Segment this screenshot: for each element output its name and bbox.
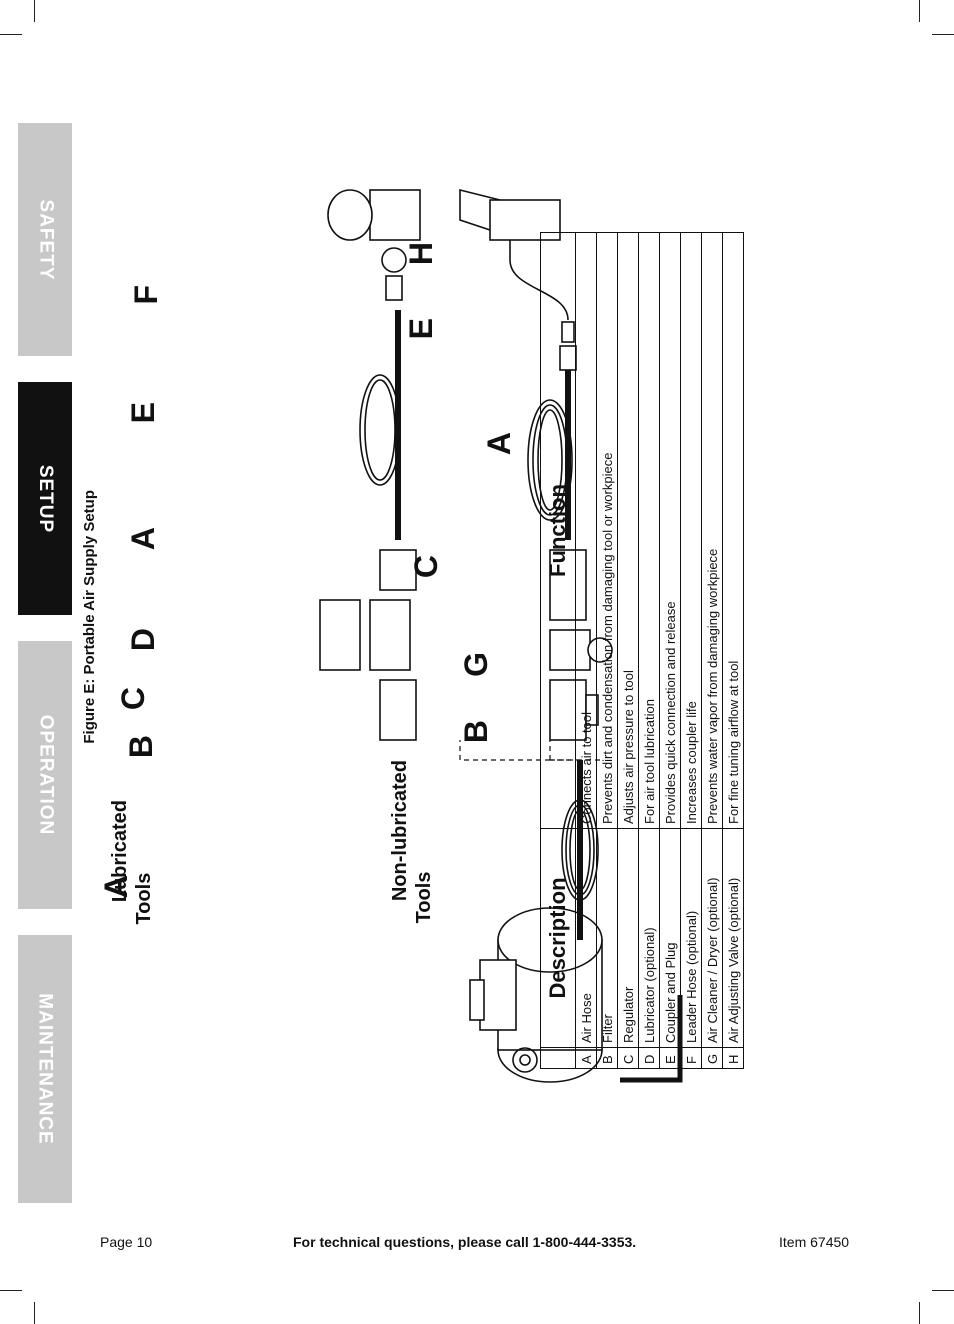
table-cell-function: Increases coupler life bbox=[680, 232, 702, 829]
table-header-row: Description Function bbox=[540, 232, 576, 1069]
callout-letter: E bbox=[125, 402, 161, 424]
crop-mark bbox=[0, 1290, 22, 1291]
nail-gun-icon bbox=[459, 188, 569, 321]
table-cell-letter: B bbox=[596, 1047, 618, 1069]
callout-letter: H bbox=[403, 242, 439, 266]
table-cell-function: Provides quick connection and release bbox=[659, 232, 681, 829]
table-row: G Air Cleaner / Dryer (optional) Prevent… bbox=[701, 232, 723, 1069]
callout-letter: C bbox=[115, 687, 151, 711]
filter-unit-icon bbox=[379, 679, 417, 741]
crop-mark bbox=[932, 34, 954, 35]
table-cell-description: Filter bbox=[596, 828, 618, 1048]
crop-mark bbox=[34, 1302, 35, 1324]
spray-gun-icon bbox=[327, 189, 421, 241]
table-cell-function: Prevents water vapor from damaging workp… bbox=[701, 232, 723, 829]
tab-label: OPERATION bbox=[35, 714, 57, 836]
crop-mark bbox=[932, 1290, 954, 1291]
tab-label: MAINTENANCE bbox=[35, 993, 57, 1145]
filter-unit-icon bbox=[549, 679, 599, 741]
table-header-letter bbox=[540, 1047, 576, 1069]
parts-table: Description Function A Air Hose Connects… bbox=[540, 232, 744, 1069]
leader-hose-coil-icon bbox=[527, 370, 573, 540]
callout-letter: F bbox=[128, 285, 164, 305]
table-cell-function: Connects air to tool bbox=[575, 232, 597, 829]
callout-letter: E bbox=[403, 318, 439, 340]
regulator-unit-icon bbox=[549, 629, 613, 671]
page-number: Page 10 bbox=[100, 1234, 153, 1250]
callout-letter: A bbox=[125, 527, 161, 551]
regulator-unit-icon bbox=[379, 549, 417, 591]
table-row: A Air Hose Connects air to tool bbox=[575, 232, 597, 1069]
table-header-function: Function bbox=[540, 232, 576, 829]
table-row: E Coupler and Plug Provides quick connec… bbox=[659, 232, 681, 1069]
table-row: C Regulator Adjusts air pressure to tool bbox=[617, 232, 639, 1069]
table-row: F Leader Hose (optional) Increases coupl… bbox=[680, 232, 702, 1069]
table-row: B Filter Prevents dirt and condensation … bbox=[596, 232, 618, 1069]
compressor-icon bbox=[469, 907, 683, 1083]
tech-support-line: For technical questions, please call 1-8… bbox=[293, 1234, 637, 1250]
callout-letter: C bbox=[408, 555, 444, 579]
lubricator-unit-icon bbox=[549, 549, 587, 621]
tab-setup[interactable]: SETUP bbox=[18, 382, 72, 615]
callout-letter: G bbox=[458, 652, 494, 677]
table-cell-letter: H bbox=[722, 1047, 744, 1069]
table-cell-function: Prevents dirt and condensation from dama… bbox=[596, 232, 618, 829]
callout-letter: B bbox=[123, 735, 159, 759]
table-cell-description: Air Hose bbox=[575, 828, 597, 1048]
crop-mark bbox=[919, 1302, 920, 1324]
table-cell-function: Adjusts air pressure to tool bbox=[617, 232, 639, 829]
parts-table-wrapper: Description Function A Air Hose Connects… bbox=[540, 232, 744, 1069]
callout-letter: B bbox=[458, 720, 494, 744]
air-cleaner-dryer-icon bbox=[319, 599, 411, 671]
table-cell-function: For fine tuning airflow at tool bbox=[722, 232, 744, 829]
crop-mark bbox=[0, 34, 22, 35]
table-cell-letter: C bbox=[617, 1047, 639, 1069]
item-number: Item 67450 bbox=[779, 1234, 850, 1250]
table-cell-letter: E bbox=[659, 1047, 681, 1069]
air-hose-icon bbox=[561, 760, 599, 940]
table-cell-letter: G bbox=[701, 1047, 723, 1069]
table-cell-description: Lubricator (optional) bbox=[638, 828, 660, 1048]
air-supply-diagram bbox=[319, 188, 683, 1083]
table-cell-description: Coupler and Plug bbox=[659, 828, 681, 1048]
callout-letter: A bbox=[98, 875, 134, 899]
air-hose-coil-icon bbox=[359, 310, 401, 540]
air-valve-icon bbox=[381, 247, 407, 301]
tab-label: SAFETY bbox=[35, 199, 57, 280]
table-row: H Air Adjusting Valve (optional) For fin… bbox=[722, 232, 744, 1069]
callout-letter: D bbox=[125, 628, 161, 652]
table-cell-letter: A bbox=[575, 1047, 597, 1069]
coupler-icon bbox=[559, 321, 577, 371]
table-cell-description: Regulator bbox=[617, 828, 639, 1048]
tab-operation[interactable]: OPERATION bbox=[18, 641, 72, 909]
table-cell-description: Air Adjusting Valve (optional) bbox=[722, 828, 744, 1048]
table-cell-letter: D bbox=[638, 1047, 660, 1069]
table-cell-description: Air Cleaner / Dryer (optional) bbox=[701, 828, 723, 1048]
rotated-figure-panel: Figure E: Portable Air Supply Setup Lubr… bbox=[80, 170, 780, 1090]
crop-mark bbox=[919, 0, 920, 22]
tab-maintenance[interactable]: MAINTENANCE bbox=[18, 935, 72, 1203]
callout-letter: A bbox=[481, 432, 517, 456]
table-header-description: Description bbox=[540, 828, 576, 1048]
table-cell-description: Leader Hose (optional) bbox=[680, 828, 702, 1048]
tab-label: SETUP bbox=[35, 464, 57, 533]
table-cell-letter: F bbox=[680, 1047, 702, 1069]
tab-safety[interactable]: SAFETY bbox=[18, 123, 72, 356]
crop-mark bbox=[34, 0, 35, 22]
table-row: D Lubricator (optional) For air tool lub… bbox=[638, 232, 660, 1069]
table-cell-function: For air tool lubrication bbox=[638, 232, 660, 829]
